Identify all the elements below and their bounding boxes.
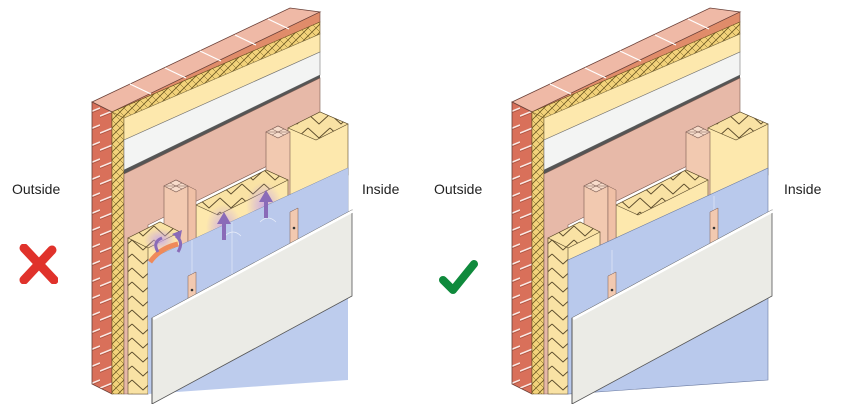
- wall-section-illustration: [511, 7, 774, 404]
- inside-label: Inside: [362, 181, 400, 197]
- wall-section-illustration: [91, 7, 354, 404]
- cross-icon: [19, 244, 58, 284]
- diagram-incorrect: Outside Inside: [0, 0, 420, 404]
- inside-label: Inside: [784, 181, 822, 197]
- outside-label: Outside: [12, 181, 61, 197]
- outside-label: Outside: [434, 181, 483, 197]
- check-icon: [439, 260, 478, 294]
- diagram-correct: Outside Inside: [420, 0, 840, 404]
- moisture-arrows: [147, 190, 273, 264]
